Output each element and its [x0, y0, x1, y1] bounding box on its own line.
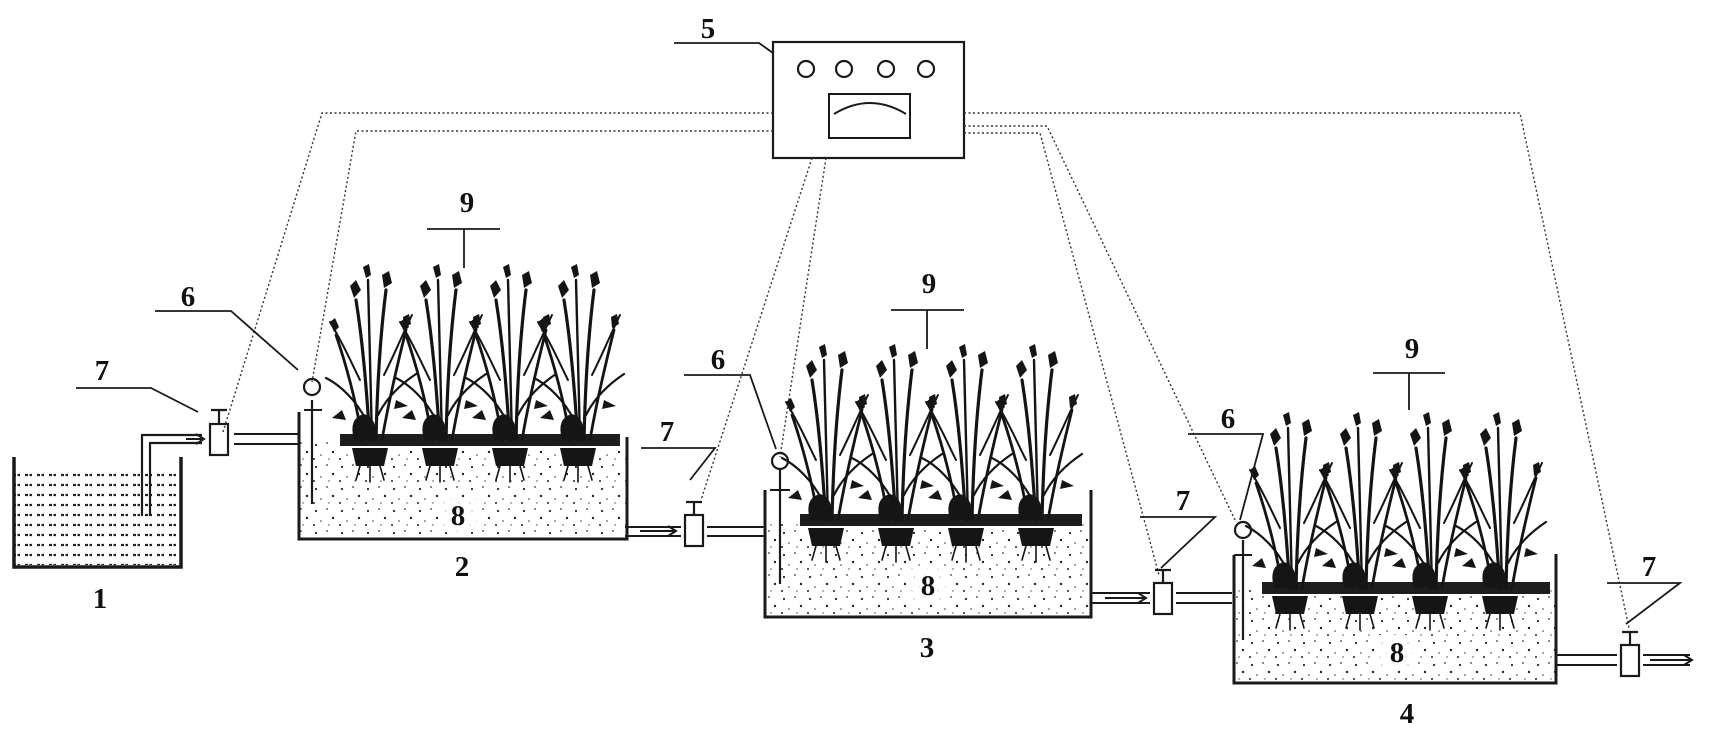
label-substrate: 8: [921, 570, 936, 602]
indicator-lamp: [796, 59, 816, 79]
leader-lines: [76, 42, 1683, 625]
gauge-display: [828, 93, 911, 139]
sensor-probe: [770, 451, 790, 471]
indicator-lamp: [916, 59, 936, 79]
label-wetland-2: 3: [920, 632, 935, 664]
label-plants: 9: [460, 187, 475, 219]
raw-water-tank: [12, 433, 202, 569]
label-valve: 7: [1176, 485, 1191, 517]
label-controller: 5: [701, 13, 716, 45]
label-sensor: 6: [181, 281, 196, 313]
label-plants: 9: [1405, 333, 1420, 365]
label-wetland-3: 4: [1400, 698, 1415, 730]
label-wetland-1: 2: [455, 551, 470, 583]
label-valve: 7: [1642, 551, 1657, 583]
controller-box: [771, 40, 966, 160]
label-substrate: 8: [451, 500, 466, 532]
label-plants: 9: [922, 268, 937, 300]
wetland-tank-1: [297, 262, 629, 541]
label-reservoir: 1: [93, 583, 108, 615]
label-sensor: 6: [711, 344, 726, 376]
label-substrate: 8: [1390, 637, 1405, 669]
sensor-probe: [302, 377, 322, 397]
valve: [1152, 568, 1174, 616]
signal-wiring: [222, 112, 1630, 629]
valve: [208, 408, 230, 457]
label-sensor: 6: [1221, 403, 1236, 435]
indicator-lamp: [834, 59, 854, 79]
label-valve: 7: [95, 355, 110, 387]
label-valve: 7: [660, 416, 675, 448]
pipes: [186, 433, 1694, 666]
valve: [683, 500, 705, 548]
substrate-labels: 8 8 8: [438, 498, 1417, 669]
sensor-probe: [1233, 520, 1253, 540]
valve: [1619, 630, 1641, 678]
indicator-lamp: [876, 59, 896, 79]
